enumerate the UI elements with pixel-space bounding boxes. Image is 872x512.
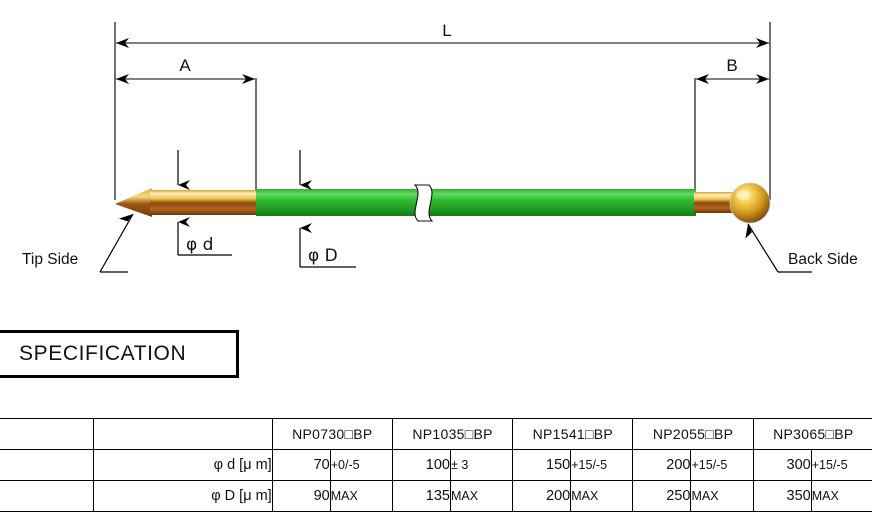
cell-tol-1-1: MAX	[449, 480, 514, 512]
dimension-B: B	[696, 56, 769, 84]
callout-phi-d: φ d	[177, 217, 232, 256]
specification-table: NP0730□BP NP1035□BP NP1541□BP NP2055□BP …	[0, 418, 872, 512]
cell-value-0-0: 70	[271, 449, 331, 481]
cell-tol-0-1: ± 3	[449, 449, 514, 481]
cell-tol-0-3: +15/-5	[690, 449, 754, 481]
dimension-L-label: L	[442, 21, 451, 40]
callout-back-side: Back Side	[745, 223, 858, 273]
cell-value-0-1: 100	[391, 449, 451, 481]
specification-heading-box: SPECIFICATION	[0, 330, 239, 378]
dimension-A: A	[116, 56, 255, 84]
cell-value-1-0: 90	[271, 480, 331, 512]
table-header-row: NP0730□BP NP1035□BP NP1541□BP NP2055□BP …	[0, 418, 872, 450]
header-corner-blank-2	[93, 418, 273, 450]
cell-tol-0-4: +15/-5	[810, 449, 872, 481]
cell-value-1-3: 250	[632, 480, 692, 512]
cell-value-0-2: 150	[512, 449, 572, 481]
cell-value-1-4: 350	[752, 480, 812, 512]
header-corner-blank	[0, 418, 95, 450]
cell-value-0-4: 300	[752, 449, 812, 481]
table-row: φ D [μ m] 90 MAX 135 MAX 200 MAX 250 MAX…	[0, 480, 872, 512]
extension-lines	[114, 22, 771, 200]
cell-tol-0-2: +15/-5	[570, 449, 634, 481]
probe-pin-drawing: L A B	[22, 21, 858, 273]
cell-tol-1-3: MAX	[690, 480, 754, 512]
ball-highlight	[736, 190, 750, 200]
cell-value-0-3: 200	[632, 449, 692, 481]
specification-sheet: L A B	[0, 21, 872, 512]
callout-phi-D-label: φ D	[308, 246, 338, 266]
cell-tol-1-2: MAX	[570, 480, 634, 512]
header-model-0: NP0730□BP	[271, 418, 393, 450]
cell-tol-0-0: +0/-5	[329, 449, 393, 481]
cell-tol-1-0: MAX	[329, 480, 393, 512]
row-label-0: φ d [μ m]	[93, 449, 273, 481]
pointer-arrows	[177, 150, 312, 190]
cell-tol-1-4: MAX	[810, 480, 872, 512]
row-label-1: φ D [μ m]	[93, 480, 273, 512]
callout-tip-side: Tip Side	[22, 213, 134, 273]
callout-tip-side-label: Tip Side	[22, 251, 78, 268]
row-group-blank-1	[0, 480, 95, 512]
callout-phi-D: φ D	[299, 223, 356, 268]
header-model-3: NP2055□BP	[632, 418, 754, 450]
specification-table-wrap: NP0730□BP NP1035□BP NP1541□BP NP2055□BP …	[0, 418, 872, 512]
dimension-B-label: B	[726, 56, 737, 75]
break-symbol	[413, 184, 434, 222]
callout-phi-d-label: φ d	[186, 235, 213, 255]
barrel	[256, 189, 696, 216]
cell-value-1-1: 135	[391, 480, 451, 512]
back-ball	[729, 182, 771, 224]
callout-back-side-label: Back Side	[788, 251, 858, 268]
table-row: φ d [μ m] 70 +0/-5 100 ± 3 150 +15/-5 20…	[0, 449, 872, 481]
dimension-L: L	[116, 21, 769, 48]
dimension-A-label: A	[179, 56, 191, 75]
probe-pin-body	[115, 182, 771, 224]
plunger-shaft-left	[150, 190, 258, 215]
header-model-4: NP3065□BP	[752, 418, 872, 450]
row-group-blank-0	[0, 449, 95, 481]
specification-heading-text: SPECIFICATION	[19, 342, 187, 365]
header-model-1: NP1035□BP	[391, 418, 514, 450]
cell-value-1-2: 200	[512, 480, 572, 512]
probe-tip-cone	[115, 188, 152, 217]
header-model-2: NP1541□BP	[512, 418, 634, 450]
